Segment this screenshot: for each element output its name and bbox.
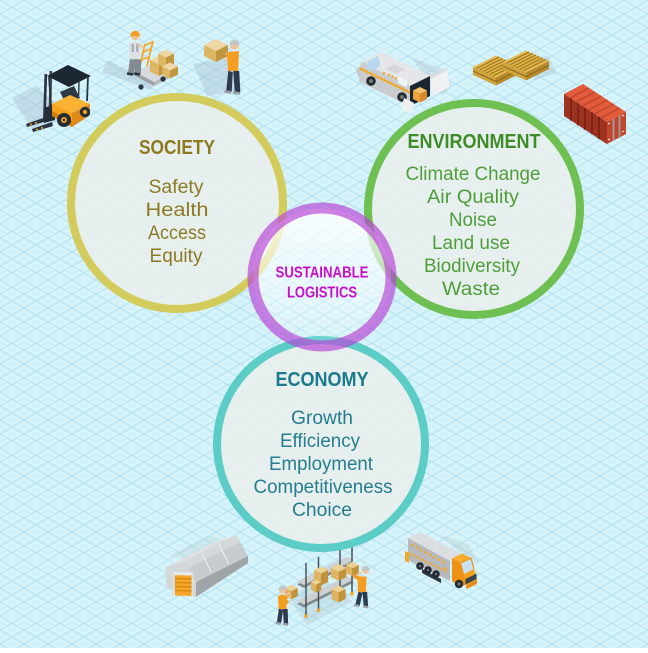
svg-text:Health: Health: [146, 200, 209, 221]
svg-text:Waste: Waste: [442, 279, 500, 300]
svg-text:Safety: Safety: [149, 177, 204, 198]
svg-text:Choice: Choice: [292, 500, 352, 521]
svg-text:Equity: Equity: [150, 246, 203, 267]
svg-text:Biodiversity: Biodiversity: [424, 256, 520, 277]
svg-text:Access: Access: [148, 223, 206, 244]
svg-text:SOCIETY: SOCIETY: [139, 137, 216, 159]
svg-text:Growth: Growth: [291, 408, 353, 429]
svg-text:ENVIRONMENT: ENVIRONMENT: [408, 131, 541, 153]
svg-text:Efficiency: Efficiency: [280, 431, 360, 452]
svg-text:Air Quality: Air Quality: [427, 187, 520, 208]
svg-text:Noise: Noise: [449, 210, 497, 231]
svg-text:Land use: Land use: [432, 233, 510, 254]
svg-text:Competitiveness: Competitiveness: [254, 477, 393, 498]
svg-text:Climate Change: Climate Change: [406, 164, 541, 185]
svg-text:SUSTAINABLE: SUSTAINABLE: [276, 265, 369, 282]
svg-text:ECONOMY: ECONOMY: [276, 369, 370, 391]
svg-text:Employment: Employment: [269, 454, 374, 475]
svg-text:LOGISTICS: LOGISTICS: [287, 285, 357, 302]
